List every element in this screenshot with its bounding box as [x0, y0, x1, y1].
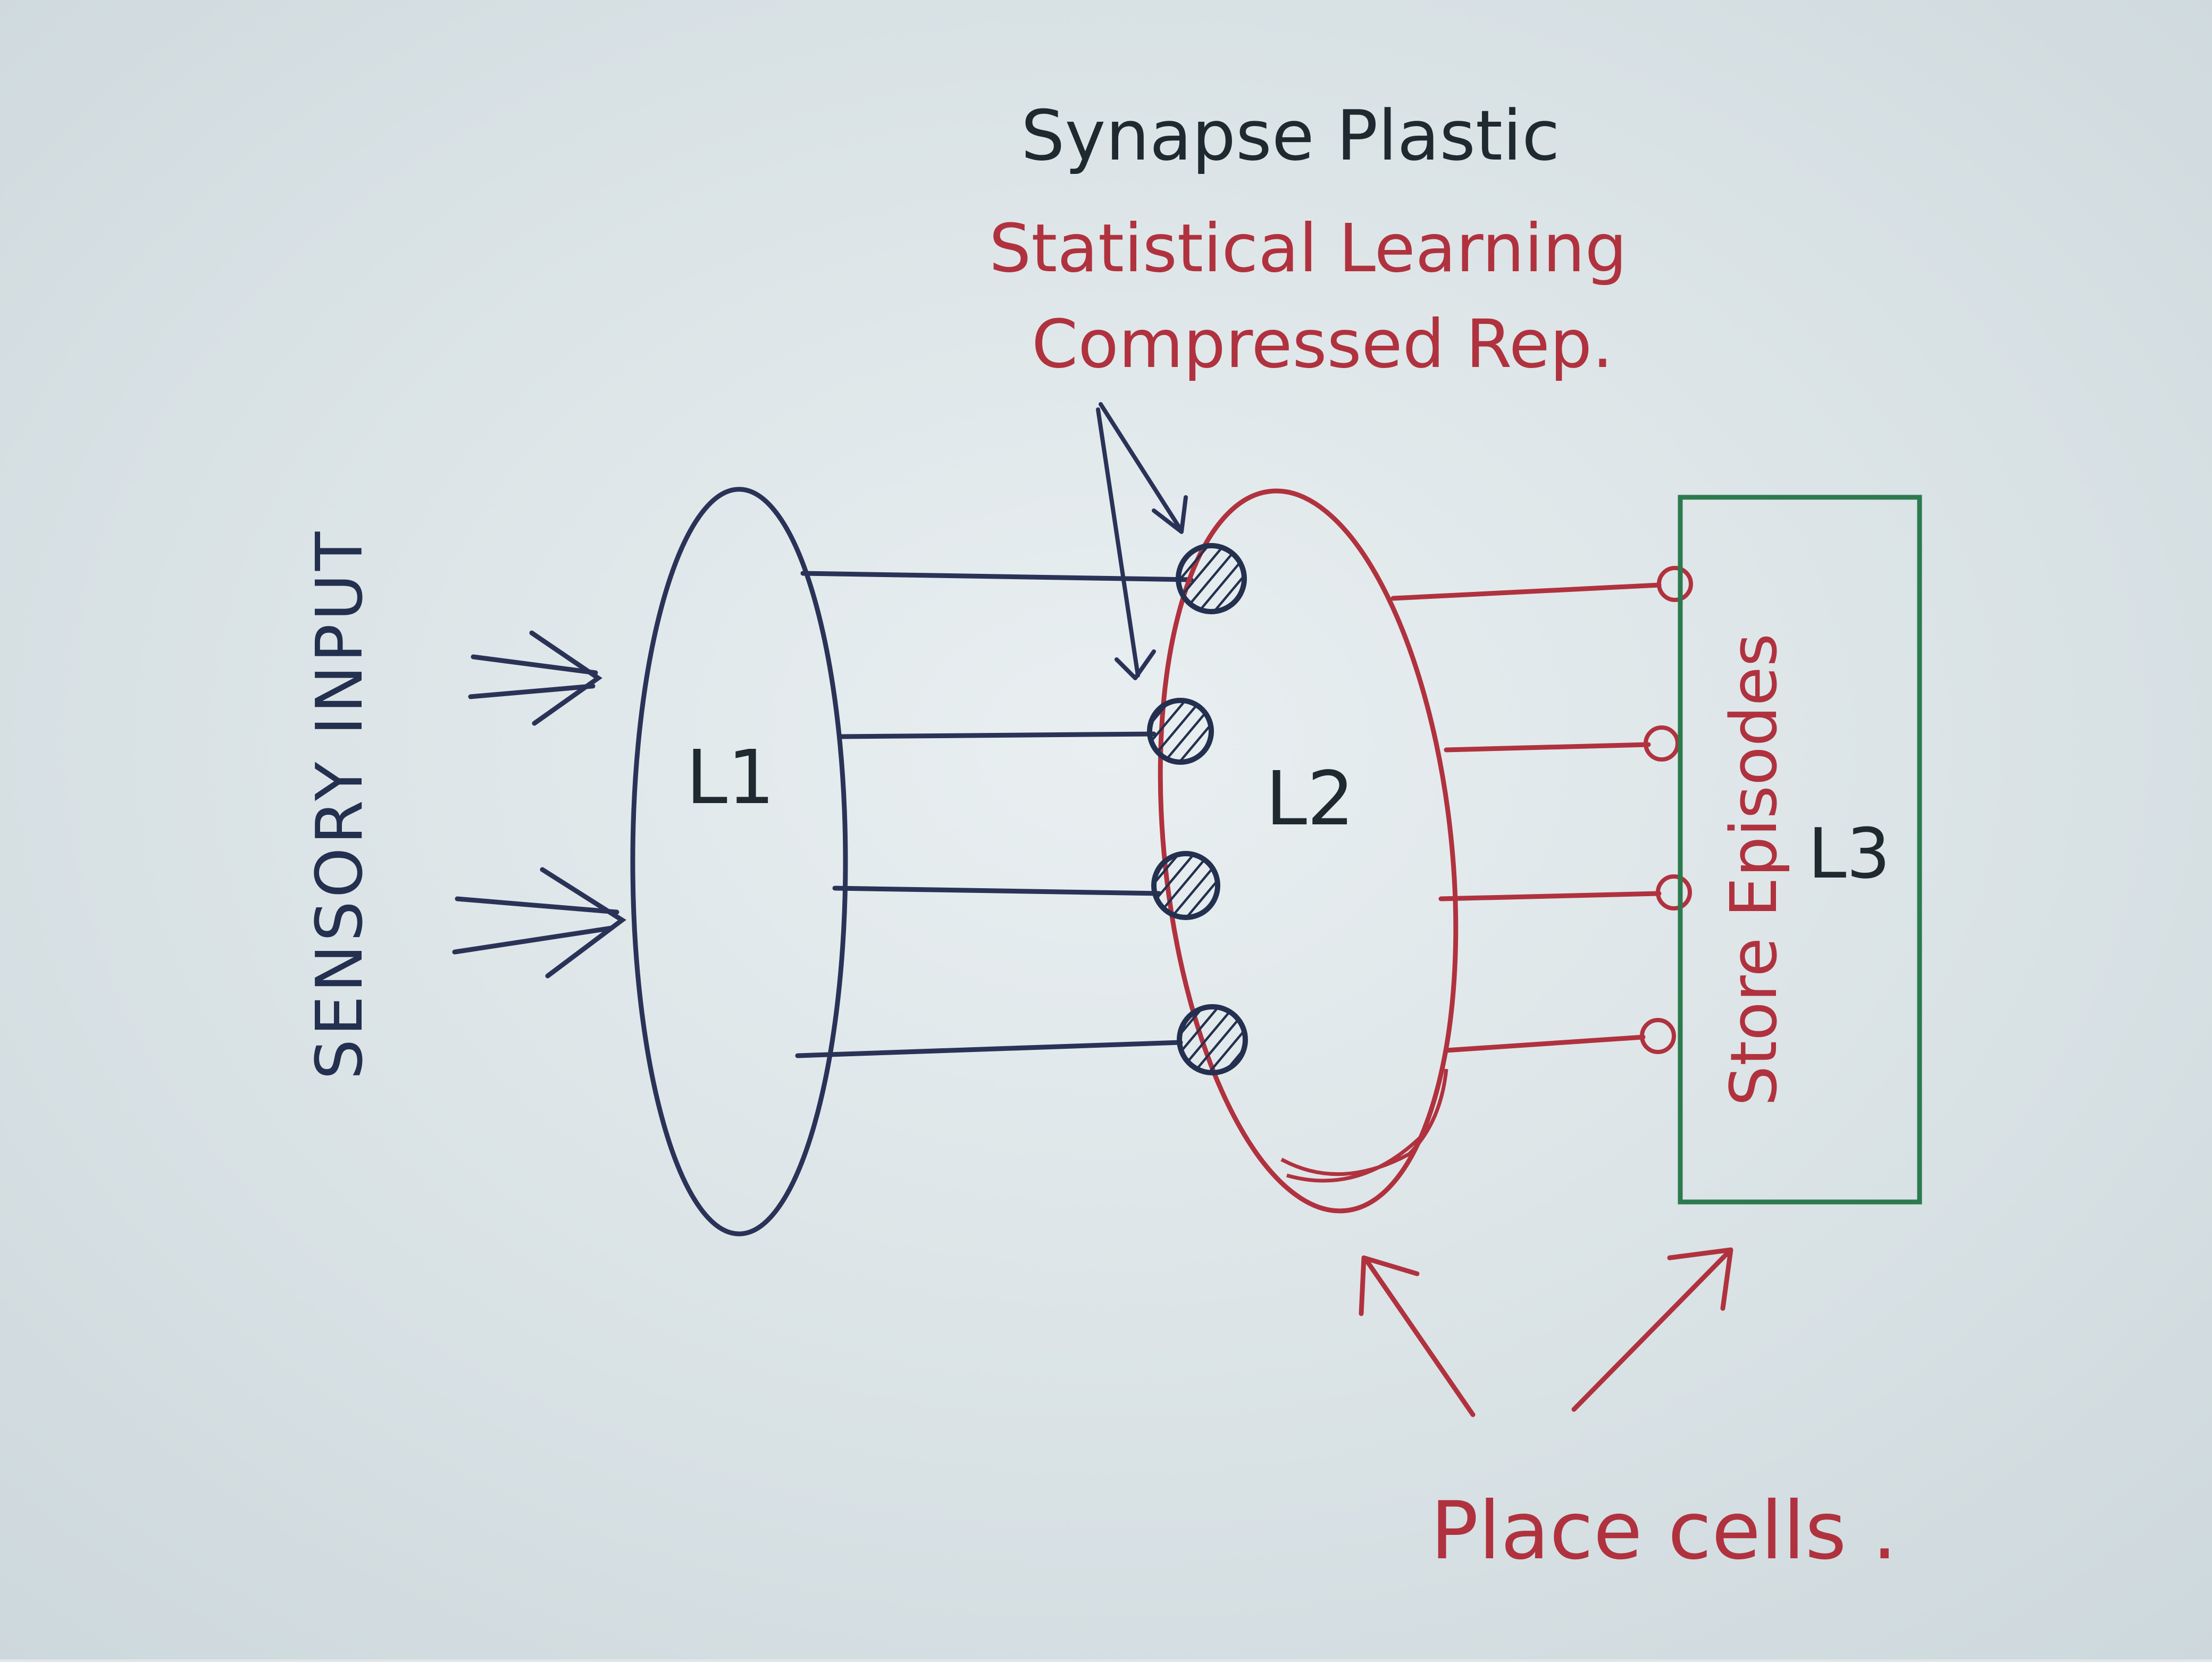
place-cell-node-4	[1640, 1018, 1676, 1054]
place-cell-node-1	[1657, 566, 1693, 602]
l1-ellipse	[630, 487, 848, 1237]
synapse-node-3	[1151, 851, 1220, 920]
compressed-rep-label: Compressed Rep.	[1032, 306, 1613, 383]
synapse-node-4	[1177, 1004, 1248, 1075]
connection-line-3	[832, 886, 1162, 896]
place-cell-nodes	[1640, 566, 1693, 1054]
synapse-node-2	[1147, 698, 1214, 765]
store-episodes-label: Store Episodes	[1717, 633, 1791, 1106]
place-cell-node-3	[1656, 874, 1692, 911]
connection-line-4	[795, 1040, 1183, 1058]
place-cell-node-2	[1644, 725, 1680, 762]
l2-l3-connections	[1390, 582, 1662, 1053]
sensory-arrow-bottom	[452, 867, 626, 979]
connection-line-1	[800, 571, 1194, 582]
l1-label: L1	[686, 734, 775, 821]
red-line-1	[1390, 582, 1662, 601]
l2-label: L2	[1266, 756, 1354, 842]
red-line-2	[1444, 742, 1651, 753]
sensory-arrow-top	[468, 630, 602, 726]
red-line-4	[1444, 1034, 1646, 1053]
connection-line-2	[837, 731, 1157, 739]
statistical-learning-label: Statistical Learning	[989, 210, 1627, 287]
place-cells-arrows	[1359, 1247, 1733, 1417]
place-cells-label: Place cells .	[1430, 1485, 1897, 1577]
l1-l2-connections	[795, 571, 1194, 1058]
sensory-input-label: SENSORY INPUT	[303, 529, 377, 1080]
synapse-plastic-label: Synapse Plastic	[1021, 95, 1560, 176]
synapse-nodes	[1147, 543, 1248, 1075]
synapse-node-1	[1176, 543, 1247, 614]
l3-label: L3	[1808, 813, 1890, 894]
l3-box	[1678, 495, 1922, 1205]
red-line-3	[1438, 891, 1662, 901]
l2-scribble	[1280, 1068, 1448, 1183]
synapse-annotation-arrows	[1096, 402, 1188, 680]
